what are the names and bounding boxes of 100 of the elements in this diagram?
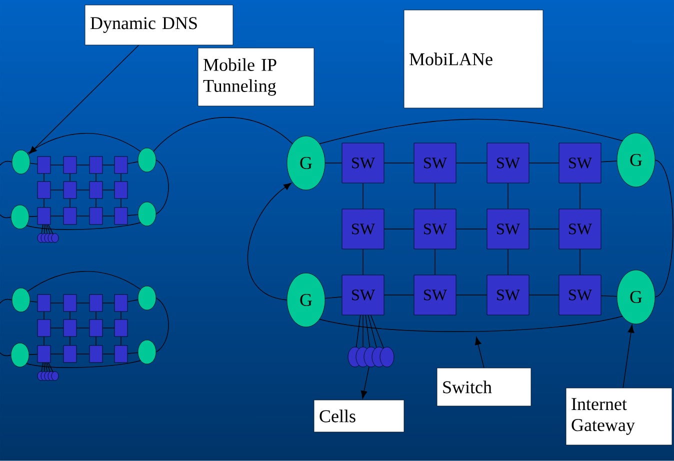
link-line [45, 224, 48, 234]
callout-box: Mobile IP Tunneling [198, 48, 314, 106]
switch-box [37, 181, 51, 199]
link-line [46, 224, 50, 234]
leader-line [622, 324, 634, 388]
switch-box [89, 181, 103, 199]
switch-box: SW [558, 142, 602, 184]
link-line [120, 336, 122, 346]
switch-box [89, 207, 103, 225]
ring-curve [156, 160, 169, 214]
ring-curve [0, 161, 12, 218]
switch-box [37, 294, 51, 312]
switch-box [89, 156, 103, 174]
ring-curve [248, 182, 292, 300]
switch-box [63, 156, 77, 174]
link-line [356, 314, 361, 348]
callout-box: Internet Gateway [566, 388, 672, 446]
cell-ellipse [51, 371, 59, 381]
cell-ellipse [380, 346, 394, 368]
link-line [46, 362, 50, 372]
link-line [368, 314, 377, 348]
link-line [28, 354, 38, 355]
link-line [30, 300, 38, 302]
link-line [44, 362, 45, 372]
switch-box [63, 181, 77, 199]
ring-curve [319, 118, 623, 144]
link-line [28, 216, 38, 217]
switch-box: SW [342, 208, 384, 250]
link-line [434, 248, 436, 276]
switch-box [114, 294, 128, 312]
link-line [365, 314, 370, 348]
leader-line [360, 366, 370, 399]
switch-box [114, 181, 128, 199]
tunnel-curve [153, 117, 293, 152]
switch-box: SW [486, 142, 530, 184]
switch-box [63, 207, 77, 225]
link-line [434, 182, 436, 210]
link-line [102, 164, 115, 166]
ring-curve [27, 271, 141, 292]
link-line [127, 161, 138, 164]
link-line [384, 294, 414, 296]
switch-box: SW [414, 208, 456, 250]
ring-curve [27, 133, 141, 154]
link-line [324, 162, 342, 164]
link-line [324, 296, 342, 299]
ring-curve [26, 360, 141, 368]
gateway-ellipse [138, 202, 156, 226]
switch-box [37, 207, 51, 225]
switch-box: SW [414, 274, 456, 316]
cell-ellipse [51, 233, 59, 243]
gateway-ellipse [10, 342, 30, 368]
switch-box [89, 345, 103, 363]
switch-box: SW [342, 142, 384, 184]
switch-box: SW [558, 274, 602, 316]
link-line [50, 164, 64, 166]
link-line [120, 311, 122, 320]
switch-box [114, 207, 128, 225]
leader-line [29, 44, 140, 154]
link-line [127, 352, 138, 354]
switch-box: SW [558, 208, 602, 250]
link-line [41, 362, 44, 372]
link-line [45, 362, 48, 372]
link-line [384, 228, 414, 230]
switch-box [63, 294, 77, 312]
gateway-ellipse [138, 286, 156, 310]
link-line [456, 162, 488, 164]
switch-box [37, 156, 51, 174]
switch-box: SW [486, 274, 530, 316]
switch-box [114, 345, 128, 363]
link-line [76, 164, 90, 166]
link-line [76, 302, 90, 304]
ring-curve [156, 298, 169, 352]
switch-box [114, 156, 128, 174]
ring-curve [0, 299, 12, 356]
link-line [456, 228, 488, 230]
link-line [48, 362, 54, 372]
gateway-ellipse [10, 204, 30, 230]
gateway-ellipse [138, 148, 156, 172]
switch-box [114, 319, 128, 337]
callout-box: Dynamic DNS [84, 4, 234, 46]
switch-box [63, 319, 77, 337]
callout-box: Cells [314, 400, 404, 432]
switch-box [63, 345, 77, 363]
switch-box [89, 294, 103, 312]
link-line [127, 299, 138, 302]
callout-box: MobiLANe [404, 10, 544, 108]
gateway-ellipse [12, 288, 30, 312]
leader-line [474, 336, 484, 368]
link-line [528, 162, 560, 164]
link-line [600, 160, 618, 162]
link-line [370, 314, 384, 348]
link-line [456, 294, 488, 296]
link-line [127, 214, 138, 216]
link-line [528, 228, 560, 230]
link-line [44, 224, 45, 234]
switch-box: SW [486, 208, 530, 250]
ring-curve [654, 160, 674, 298]
switch-box [37, 319, 51, 337]
gateway-ellipse [12, 150, 30, 174]
switch-box: SW [414, 142, 456, 184]
